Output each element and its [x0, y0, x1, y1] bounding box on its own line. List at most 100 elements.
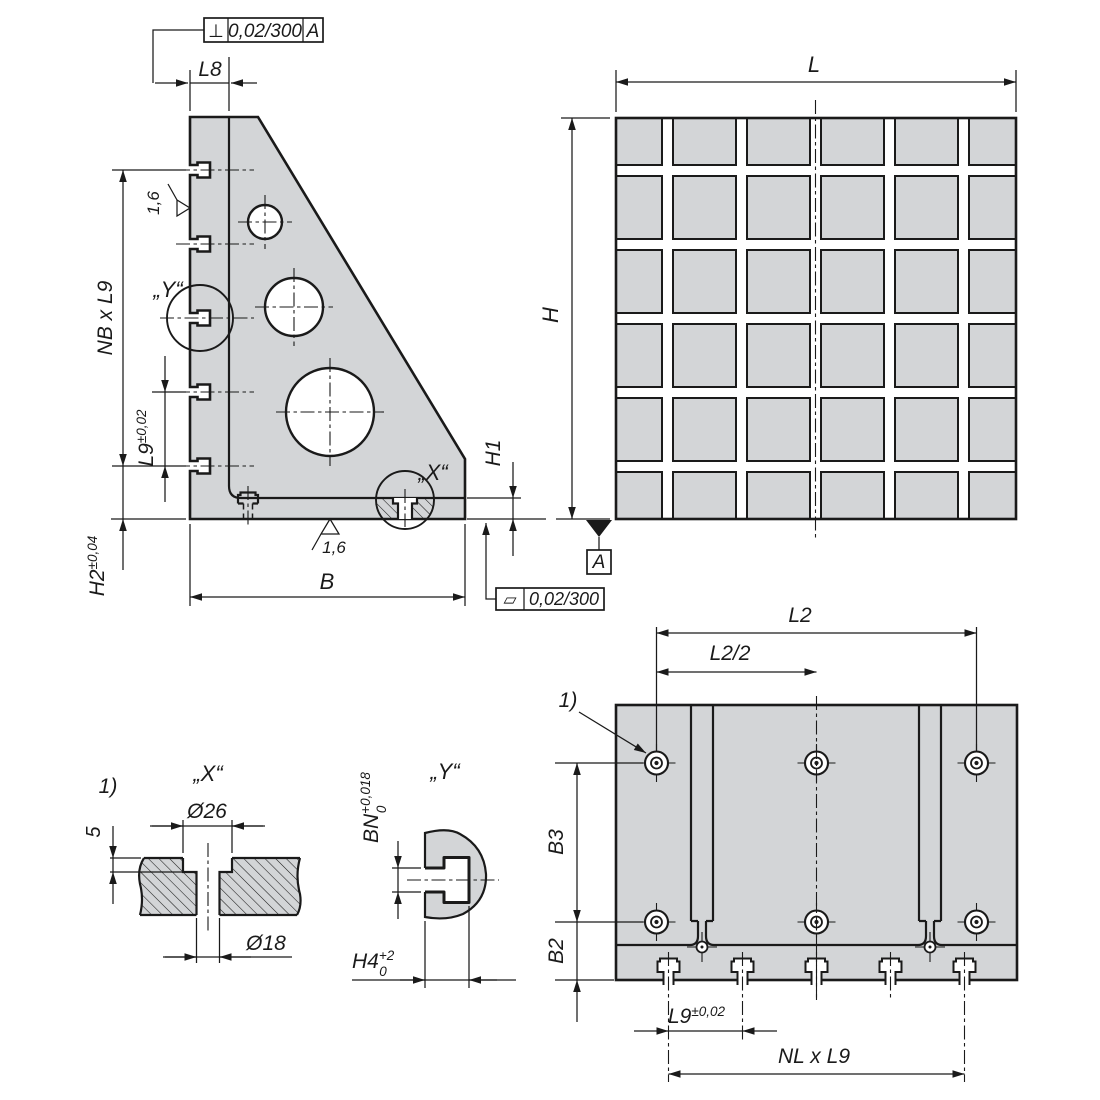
dim-label-h1: H1 [482, 440, 505, 467]
footnote-leader: 1) [559, 689, 647, 754]
dim-h2: H2±0,04 [85, 466, 186, 596]
dim-label-dia26: Ø26 [186, 800, 227, 823]
side-view-outline [188, 115, 467, 521]
dim-label-nb-x-l9: NB x L9 [94, 280, 117, 355]
footnote-label: 1) [559, 689, 578, 712]
dim-label-l2: L2 [788, 604, 812, 627]
detail-x-view: 1) „X“ Ø26 5 [83, 761, 302, 963]
fcf-perpendicularity: ⊥ 0,02/300 A [152, 17, 324, 87]
dim-l9-pitch: L9±0,02 [134, 356, 186, 502]
slot-end-hole [915, 932, 945, 962]
dim-label-l: L [808, 52, 820, 77]
dim-b: B [189, 524, 466, 606]
dim-label-depth5: 5 [83, 826, 105, 838]
tslot-grid-tile [820, 117, 885, 166]
roughness-symbol-face: 1,6 [144, 183, 192, 218]
tslot-grid-tile [968, 397, 1017, 462]
dim-label-dia18: Ø18 [245, 932, 286, 955]
tslot-grid-tile [820, 323, 885, 388]
dim-l8: L8 [189, 57, 257, 111]
tslot-grid-tile [820, 249, 885, 314]
tslot-grid-tile [820, 175, 885, 240]
tslot-grid-tile [820, 471, 885, 520]
detail-y-ref-label: „Y“ [152, 277, 184, 302]
datum-label: A [592, 552, 606, 573]
tslot-grid-tile [968, 117, 1017, 166]
fcf-flatness: ▱ 0,02/300 [482, 523, 605, 611]
dim-h: H [538, 117, 610, 520]
tslot-grid-tile [672, 397, 737, 462]
tslot-grid-tile [672, 249, 737, 314]
counterbored-hole [957, 903, 996, 941]
dim-l2: L2 [655, 604, 978, 752]
dim-dia26: Ø26 [150, 800, 265, 853]
dim-label-b: B [320, 569, 335, 594]
counterbored-hole [637, 744, 676, 782]
tslot-grid-tile [672, 323, 737, 388]
flatness-icon: ▱ [503, 590, 517, 610]
detail-x-marker: „X“ [375, 460, 449, 530]
footnote-label: 1) [99, 775, 118, 798]
tslot-grid-tile [615, 249, 663, 314]
dim-label-b2: B2 [545, 938, 568, 964]
datum-a-flag: A [586, 520, 612, 575]
dim-l9-bottom: L9±0,02 [634, 1004, 777, 1035]
roughness-value: 1,6 [144, 191, 163, 215]
dim-label-nl-x-l9: NL x L9 [778, 1045, 850, 1068]
tslot-body-edge [423, 829, 488, 920]
tslot-grid-tile [894, 249, 959, 314]
tslot-grid-tile [894, 471, 959, 520]
fcf-value: 0,02/300 [529, 589, 599, 609]
tslot-grid-tile [968, 249, 1017, 314]
side-view: „X“ „Y“ 1,6 1,6 ⊥ 0,02/300 A [85, 17, 605, 611]
dim-label-bn: BN+0,0180 [358, 772, 389, 843]
tslot-grid-tile [746, 323, 811, 388]
detail-y-title: „Y“ [429, 759, 461, 784]
base-slot-edges [616, 705, 1017, 947]
tslot-grid [615, 117, 1017, 520]
dim-depth5: 5 [83, 826, 183, 904]
side-view-holes [238, 195, 384, 466]
tslot-grid-tile [746, 249, 811, 314]
dim-h1: H1 [467, 440, 546, 556]
tslot-grid-tile [894, 397, 959, 462]
tslot-grid-tile [746, 117, 811, 166]
dim-bn: BN+0,0180 [358, 772, 421, 919]
front-view: L H A [538, 52, 1018, 575]
dim-dia18: Ø18 [163, 918, 292, 963]
dim-label-l9-bottom: L9±0,02 [668, 1004, 726, 1028]
dim-label-h: H [538, 307, 563, 323]
tslot-grid-tile [746, 471, 811, 520]
tslot-grid-tile [894, 117, 959, 166]
dim-label-l9: L9±0,02 [134, 409, 158, 467]
tslot-grid-tile [615, 397, 663, 462]
tslot-grid-tile [615, 175, 663, 240]
detail-y-marker: „Y“ [152, 277, 234, 352]
perpendicularity-icon: ⊥ [208, 21, 224, 42]
counterbored-hole [637, 903, 676, 941]
dim-b2: B2 [545, 922, 614, 1022]
dim-label-h2: H2±0,04 [85, 536, 109, 597]
tslot-grid-tile [968, 471, 1017, 520]
dim-nb-x-l9: NB x L9 [94, 169, 186, 467]
tslot-grid-tile [968, 323, 1017, 388]
tslot-grid-tile [672, 471, 737, 520]
tslot-grid-tile [820, 397, 885, 462]
dim-label-l2-half: L2/2 [710, 642, 751, 665]
fcf-datum: A [306, 21, 320, 42]
roughness-value: 1,6 [322, 538, 346, 557]
tslot-grid-tile [672, 117, 737, 166]
dim-b3: B3 [545, 762, 643, 923]
tslot-grid-tile [746, 397, 811, 462]
detail-x-ref-label: „X“ [417, 460, 449, 485]
tslot-grid-tile [894, 323, 959, 388]
tslot-grid-tile [894, 175, 959, 240]
slot-end-hole [687, 932, 717, 962]
tslot-grid-tile [672, 175, 737, 240]
fcf-value: 0,02/300 [228, 21, 302, 42]
